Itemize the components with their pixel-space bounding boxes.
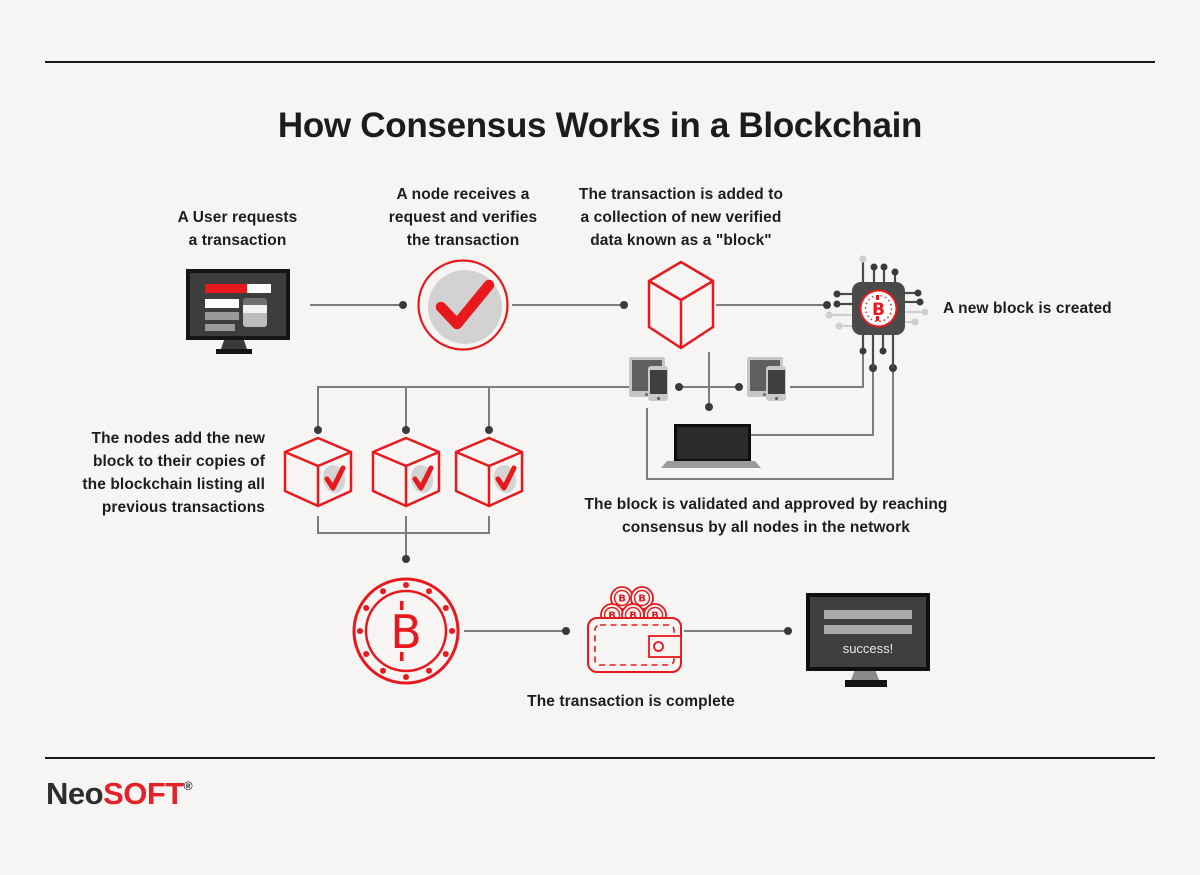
- connector-dot: [314, 426, 322, 434]
- connector-chip-laptop-v: [872, 368, 874, 436]
- success-monitor-stand: [851, 671, 879, 680]
- laptop-icon: [674, 424, 751, 462]
- connector-dot: [675, 383, 683, 391]
- node-devices-icon: [629, 357, 671, 403]
- laptop-base: [661, 461, 761, 468]
- node-devices-icon: [747, 357, 789, 403]
- connector-dot: [823, 301, 831, 309]
- connector-dot: [402, 555, 410, 563]
- svg-text:B: B: [608, 611, 616, 622]
- block-cube-icon: [647, 260, 715, 350]
- svg-text:B: B: [872, 300, 885, 320]
- connector-cube-chip: [716, 304, 827, 306]
- connector-dot: [705, 403, 713, 411]
- connector-devices-chip: [790, 386, 864, 388]
- connector-chip-loop-bottom: [647, 478, 894, 480]
- connector-coin-wallet: [464, 630, 566, 632]
- svg-text:B: B: [629, 611, 637, 622]
- success-screen-text: success!: [842, 641, 894, 656]
- neosoft-logo: NeoSOFT®: [46, 776, 193, 812]
- connector-merge: [488, 516, 490, 534]
- chip-bitcoin-icon: B: [825, 255, 929, 368]
- connector-wallet-monitor: [684, 630, 788, 632]
- connector-dot: [402, 426, 410, 434]
- svg-text:B: B: [638, 594, 646, 605]
- top-divider: [45, 61, 1155, 63]
- connector-chip-loop-left: [646, 408, 648, 480]
- label-nodes-add: The nodes add the new block to their cop…: [82, 430, 265, 516]
- svg-text:B: B: [390, 605, 422, 659]
- svg-text:B: B: [651, 611, 659, 622]
- label-complete: The transaction is complete: [527, 693, 735, 710]
- label-user-request: A User requests a transaction: [177, 209, 298, 249]
- check-cube-icon: [454, 436, 524, 508]
- connector-merge: [405, 516, 407, 534]
- logo-soft-text: SOFT: [103, 776, 184, 811]
- check-cube-icon: [283, 436, 353, 508]
- logo-registered-mark: ®: [183, 779, 193, 793]
- label-transaction-added: The transaction is added to a collection…: [578, 186, 784, 249]
- page-title: How Consensus Works in a Blockchain: [277, 106, 923, 145]
- connector-dot: [399, 301, 407, 309]
- label-node-receives: A node receives a request and verifies t…: [388, 186, 538, 249]
- label-validated: The block is validated and approved by r…: [584, 496, 948, 536]
- connector-dot: [784, 627, 792, 635]
- connector-dot: [735, 383, 743, 391]
- connector-drop: [317, 386, 319, 428]
- connector-chip-laptop-h: [748, 434, 874, 436]
- bitcoin-coin-icon: B: [352, 577, 460, 685]
- label-new-block: A new block is created: [943, 300, 1112, 317]
- success-monitor-icon: success!: [806, 593, 930, 671]
- connector-dot: [485, 426, 493, 434]
- check-cube-icon: [371, 436, 441, 508]
- user-monitor-icon: [186, 269, 290, 340]
- connector-merge: [317, 516, 319, 534]
- bottom-divider: [45, 757, 1155, 759]
- connector-chip-loop-right: [892, 368, 894, 480]
- connector-monitor-check: [310, 304, 403, 306]
- connector-merge-bar: [318, 532, 490, 534]
- svg-text:B: B: [618, 594, 626, 605]
- connector-dot: [620, 301, 628, 309]
- connector-devices-chip-riser: [862, 354, 864, 388]
- connector-dot: [562, 627, 570, 635]
- verify-check-icon: [417, 259, 509, 351]
- logo-neo-text: Neo: [46, 776, 104, 811]
- connector-drop: [405, 386, 407, 428]
- success-monitor-base: [845, 680, 887, 687]
- connector-branch-line: [318, 386, 630, 388]
- user-monitor-base: [216, 349, 252, 354]
- user-monitor-stand: [221, 340, 247, 349]
- connector-drop: [488, 386, 490, 428]
- connector-check-cube: [512, 304, 624, 306]
- connector-cross-vertical: [708, 352, 710, 405]
- connector-merge-drop: [405, 532, 407, 557]
